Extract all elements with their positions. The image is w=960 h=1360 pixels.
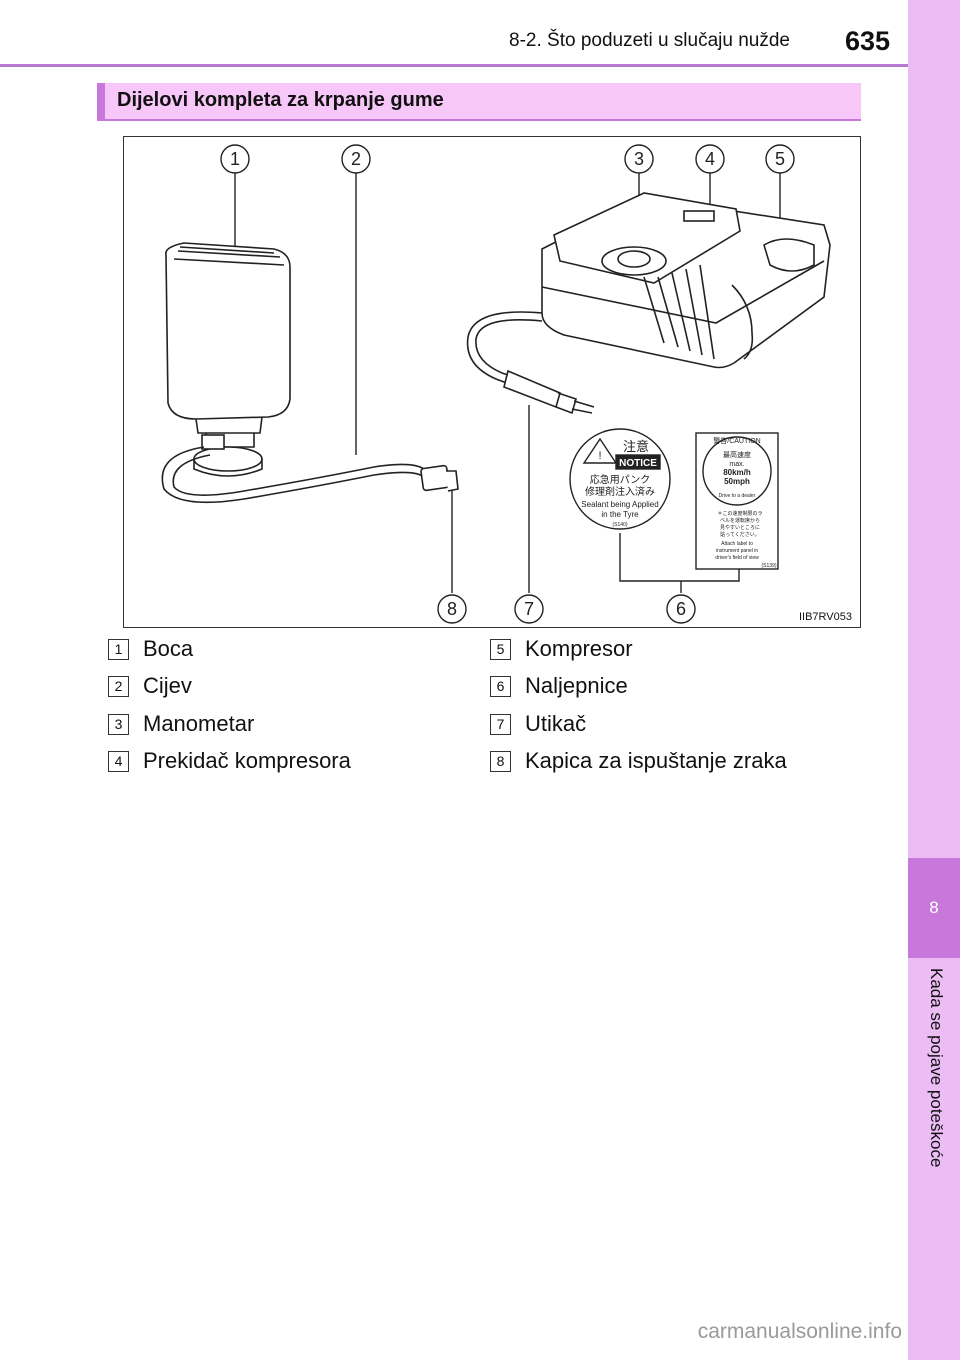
legend-number: 2 [108, 675, 129, 697]
legend-label: Naljepnice [525, 673, 628, 698]
section-title: Dijelovi kompleta za krpanje gume [117, 89, 444, 111]
callout-numbers [220, 144, 795, 624]
figure-code: IIB7RV053 [798, 611, 852, 623]
caution-note-jp4: 貼ってください。 [720, 531, 760, 538]
legend-item: 5 Kompresor [490, 634, 633, 664]
legend-number: 8 [490, 750, 511, 772]
caution-note-jp2: ベルを運転席から [720, 517, 760, 524]
legend-label: Boca [143, 636, 194, 661]
callout-4: 4 [705, 149, 715, 169]
legend-number: 7 [490, 713, 511, 735]
chapter-number-tab[interactable]: 8 [908, 858, 960, 958]
legend-number: 1 [108, 638, 129, 660]
section-heading: Dijelovi kompleta za krpanje gume [97, 83, 861, 119]
section-heading-rule [97, 119, 861, 121]
legend-number: 5 [490, 638, 511, 660]
caution-attach2: instrument panel in [716, 548, 758, 554]
legend-item: 3 Manometar [108, 709, 254, 739]
header-divider [0, 64, 908, 67]
caution-attach1: Attach label to [721, 541, 753, 547]
callout-7: 7 [524, 599, 534, 619]
legend-item: 1 Boca [108, 634, 193, 664]
legend-label: Manometar [143, 711, 255, 736]
chapter-number: 8 [929, 898, 939, 917]
callout-6: 6 [676, 599, 686, 619]
repair-kit-figure: ! 注意 NOTICE 応急用パンク 修理剤注入済み Sealant being… [123, 136, 861, 628]
legend-item: 4 Prekidač kompresora [108, 746, 351, 776]
notice-sticker: ! 注意 NOTICE 応急用パンク 修理剤注入済み Sealant being… [569, 428, 671, 530]
legend-label: Kapica za ispuštanje zraka [525, 748, 787, 773]
caution-drive: Drive to a dealer [719, 493, 756, 499]
legend-item: 6 Naljepnice [490, 671, 628, 701]
chapter-side-tab [908, 0, 960, 1360]
notice-title-en: NOTICE [619, 458, 657, 469]
legend-item: 2 Cijev [108, 671, 192, 701]
legend-number: 4 [108, 750, 129, 772]
power-plug-icon [466, 311, 595, 415]
notice-line-en2: in the Tyre [601, 510, 639, 519]
notice-code: (S140) [612, 522, 627, 528]
svg-text:!: ! [598, 450, 601, 462]
legend-label: Prekidač kompresora [143, 748, 351, 773]
caution-mph: 50mph [724, 477, 750, 486]
notice-line-jp2: 修理剤注入済み [585, 485, 655, 498]
section-path: 8-2. Što poduzeti u slučaju nužde [509, 30, 790, 51]
hose-icon [161, 446, 459, 504]
legend-item: 7 Utikač [490, 709, 586, 739]
legend-number: 3 [108, 713, 129, 735]
legend-label: Cijev [143, 673, 192, 698]
caution-kmh: 80km/h [723, 468, 751, 477]
watermark-link[interactable]: carmanualsonline.info [697, 1320, 902, 1343]
legend-item: 8 Kapica za ispuštanje zraka [490, 746, 787, 776]
caution-code: (S139) [761, 563, 776, 569]
caution-attach3: driver's field of view [715, 555, 759, 561]
legend-number: 6 [490, 675, 511, 697]
callout-1: 1 [230, 149, 240, 169]
notice-line-en1: Sealant being Applied [581, 500, 658, 509]
repair-kit-illustration: ! 注意 NOTICE 応急用パンク 修理剤注入済み Sealant being… [161, 144, 831, 624]
callout-3: 3 [634, 149, 644, 169]
notice-title-jp: 注意 [623, 439, 649, 454]
chapter-title: Kada se pojave poteškoće [927, 968, 946, 1168]
callout-2: 2 [351, 149, 361, 169]
legend-label: Utikač [525, 711, 587, 736]
notice-line-jp1: 応急用パンク [590, 473, 651, 486]
compressor-icon [541, 192, 831, 369]
caution-sticker: 警告/CAUTION 最高速度 max. 80km/h 50mph Drive … [695, 432, 779, 570]
callout-5: 5 [775, 149, 785, 169]
caution-note-jp1: ＊この速度制限のラ [717, 510, 762, 517]
caution-speed-jp: 最高速度 [723, 450, 751, 459]
sealant-bottle-icon [165, 242, 291, 477]
caution-header: 警告/CAUTION [713, 436, 760, 445]
caution-note-jp3: 見やすいところに [720, 524, 760, 531]
caution-max: max. [729, 461, 744, 468]
legend-label: Kompresor [525, 636, 633, 661]
page-number: 635 [844, 26, 890, 56]
callout-8: 8 [447, 599, 457, 619]
